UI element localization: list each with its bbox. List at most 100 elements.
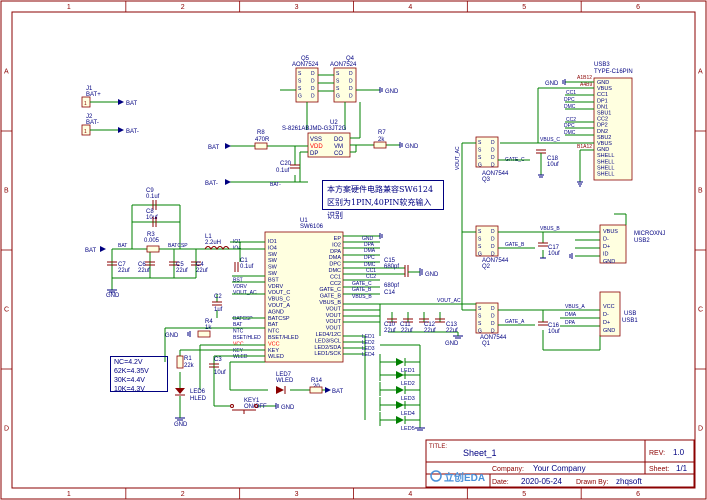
output-capacitors[interactable]: C10 22uf C11 22uf C12 22uf C13 22uf	[384, 318, 458, 334]
bulk-capacitors[interactable]: C7 22uf C6 22uf C5 22uf C4 22uf	[107, 261, 208, 274]
bat-batcsp-net: BAT BAT BATCSP	[85, 243, 188, 254]
usb3-dmc-net: DMC	[564, 104, 576, 110]
capacitor-c5[interactable]: C5 22uf	[169, 261, 188, 274]
q2-wiring	[462, 231, 600, 258]
capacitor-c11[interactable]: C11 22uf	[400, 318, 413, 334]
usb3-value: TYPE-C16PIN	[594, 69, 633, 75]
u1-right-net-labels: GND DPA DMA DPC DMC CC1 CC2 GATE_C GATE_…	[352, 236, 376, 358]
battery-connector-j2[interactable]: 1 J2 BAT- BAT-	[81, 114, 139, 136]
led-led5[interactable]: LED5	[379, 412, 420, 432]
mos-pin-label: S	[336, 71, 340, 77]
u1-value: SW6106	[300, 224, 324, 230]
q4-gnd-label: GND	[385, 89, 399, 95]
capacitor-c16[interactable]: C16 10uf	[538, 321, 560, 335]
u1-net-label: VDRV	[233, 284, 247, 290]
frame-row-label: D	[698, 426, 703, 433]
u1-ep-gnd: GND	[362, 236, 374, 242]
usb1-pin-label: D+	[603, 320, 610, 326]
capacitor-c13[interactable]: C13 22uf	[435, 318, 458, 334]
capacitor-c20[interactable]: C20 0.1uf	[276, 161, 300, 174]
mos-pin-label: D	[491, 252, 495, 258]
capacitor-c9[interactable]: C9 0.1uf	[146, 188, 160, 210]
usb1-pin-label: VCC	[603, 304, 615, 310]
c15-gnd: GND	[408, 268, 439, 278]
led-led1[interactable]: LED1	[379, 354, 420, 374]
capacitor-c14[interactable]: 680pf C14	[384, 283, 399, 296]
key1-gnd-label: GND	[281, 405, 295, 411]
usb3-pin-label: GND	[597, 80, 609, 86]
u1-net-label: VOUT_AC	[233, 290, 257, 296]
r4-value: 1k	[205, 325, 212, 331]
resistor-r14[interactable]: R14 20 BAT	[309, 378, 344, 395]
mos-pin-label: S	[336, 86, 340, 92]
mos-pin-label: G	[298, 94, 302, 100]
mos-pin-label: G	[478, 163, 482, 169]
frame-col-label: 1	[67, 491, 71, 498]
usb3-pin-label: DN2	[597, 129, 608, 135]
usb-typec-usb3[interactable]: USB3 TYPE-C16PIN GNDVBUSCC1DP1DN1SBU1CC2…	[577, 62, 633, 181]
pushbutton-key1[interactable]: KEY1 ON/OFF	[230, 398, 267, 414]
led-led2[interactable]: LED2	[379, 367, 420, 387]
main-ic-u1[interactable]: U1 SW6106 IO1IO4SWSWSWSWBSTVDRVVOUT_CVBU…	[233, 218, 344, 363]
c11-value: 22uf	[401, 328, 413, 334]
inductor-l1[interactable]: L1 2.2uH	[204, 234, 230, 250]
q2-vbus-b-net: VBUS_B	[540, 226, 560, 232]
usb3-gnd-bottom	[577, 181, 583, 187]
led-led6[interactable]: LED6 HLED	[175, 388, 207, 402]
led6-ref: LED6	[190, 389, 206, 395]
capacitor-c7[interactable]: C7 22uf	[107, 261, 130, 274]
usb3-pin-label: DN1	[597, 104, 608, 110]
capacitor-c17[interactable]: C17 10uf	[538, 242, 560, 257]
company-value: Your Company	[533, 464, 586, 473]
resistor-r8[interactable]: R8 470R	[254, 130, 270, 150]
c1-value: 0.1uf	[240, 264, 254, 270]
j2-value: BAT-	[86, 120, 99, 126]
protection-ic-u2[interactable]: U2 S-8261ABJMD-G3JT2G VSS VDD DP DO VM C…	[282, 120, 351, 158]
u2-pin-co: CO	[334, 151, 343, 157]
resistor-r4[interactable]: R4 1k	[197, 319, 213, 338]
resistor-r1[interactable]: R1 22k	[176, 355, 195, 369]
u1-pin-label: VBUS_B	[319, 300, 341, 306]
usb3-pin-label: VBUS	[597, 141, 612, 147]
c6-value: 22uf	[138, 268, 150, 274]
u1-pin-label: DMA	[329, 255, 342, 261]
resistor-r7[interactable]: R7 2k	[373, 130, 387, 149]
capacitor-c2[interactable]: C2 1uf	[212, 294, 223, 313]
u1-pin-label: VOUT	[326, 319, 342, 325]
led-body-icon	[396, 371, 404, 379]
capacitor-c12[interactable]: C12 22uf	[419, 318, 436, 334]
q4-q5-wiring	[280, 74, 380, 130]
led-led3[interactable]: LED3	[379, 382, 420, 402]
usb3-pin-label: DP2	[597, 123, 608, 129]
resistor-r3[interactable]: R3 0.005	[144, 232, 160, 253]
u1-net-label: BSET/HLED	[233, 335, 261, 341]
led6-gnd-label: GND	[174, 422, 188, 428]
battery-connector-j1[interactable]: 1 J1 BAT+ BAT	[81, 86, 138, 108]
capacitor-c8[interactable]: C8 10uf	[146, 209, 158, 227]
mos-pin-label: S	[478, 306, 482, 312]
capacitor-c1[interactable]: C1 0.1uf	[234, 258, 254, 272]
sheet-label: Sheet:	[649, 466, 669, 473]
config-line: NC=4.2V	[114, 359, 143, 366]
l1-ref: L1	[205, 234, 212, 240]
capacitor-c15[interactable]: C15 680pf	[384, 258, 409, 277]
capacitor-c3[interactable]: C3 10uf	[209, 357, 226, 376]
capacitor-c10[interactable]: C10 22uf	[384, 318, 397, 334]
u1-pin-label: CC1	[330, 274, 341, 280]
mos-pin-label: S	[478, 140, 482, 146]
led-led4[interactable]: LED4	[379, 397, 420, 417]
capacitor-c4[interactable]: C4 22uf	[191, 261, 208, 274]
u1-wled-led7[interactable]: LED7 WLED	[276, 372, 294, 394]
u1-right-wiring	[343, 235, 462, 428]
capacitor-c6[interactable]: C6 22uf	[138, 261, 155, 274]
capacitor-c18[interactable]: C18 10uf	[536, 149, 559, 168]
